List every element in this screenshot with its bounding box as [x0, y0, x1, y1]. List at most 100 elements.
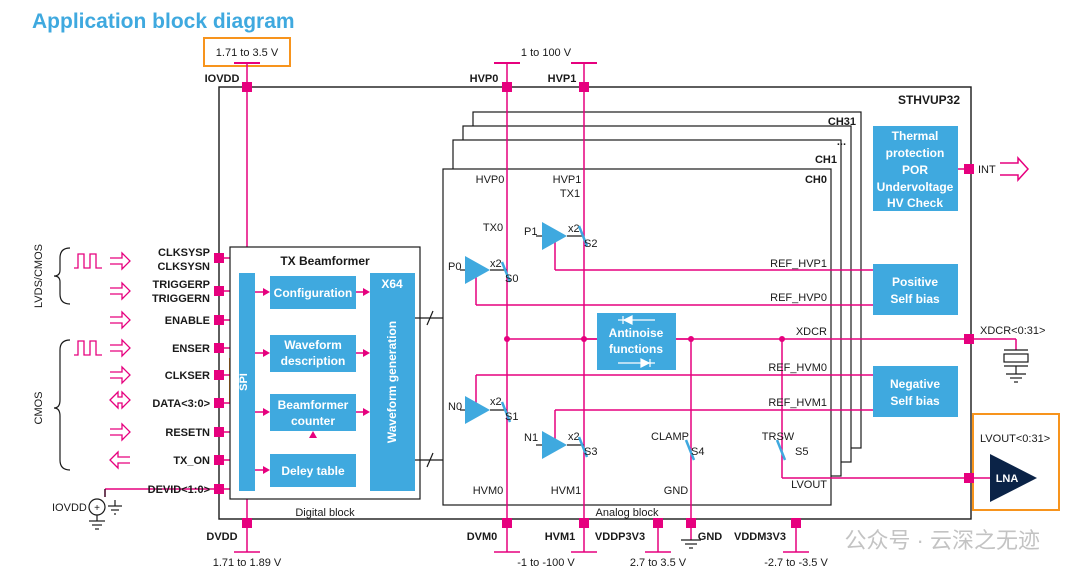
svg-text:+: +: [94, 503, 100, 514]
waveform-description-line2: description: [281, 354, 346, 368]
waveform-generation-block: [370, 273, 415, 491]
lvout-label: LVOUT: [791, 479, 827, 491]
dvm0-pin-label: DVM0: [467, 531, 498, 543]
analog-gnd-label: GND: [664, 485, 689, 497]
beamformer-counter-line1: Beamformer: [278, 398, 349, 412]
channel-ch31-label: CH31: [828, 116, 856, 128]
trigger-arrow-icon: [110, 281, 131, 301]
p0-label: P0: [448, 261, 461, 273]
thermal-line3: POR: [902, 163, 928, 177]
analog-hvm1-label: HVM1: [551, 485, 582, 497]
tx0-label: TX0: [483, 222, 503, 234]
lna-label: LNA: [996, 473, 1019, 485]
analog-hvp0-label: HVP0: [476, 174, 505, 186]
ref-hvp0-label: REF_HVP0: [770, 292, 827, 304]
pin-tx-on: TX_ON: [173, 455, 210, 467]
ref-hvp1-label: REF_HVP1: [770, 258, 827, 270]
iovdd-source-label: IOVDD: [52, 502, 87, 514]
positive-line2: Self bias: [890, 292, 940, 306]
clkser-arrow-icon: [110, 365, 131, 385]
pin-enable: ENABLE: [165, 315, 210, 327]
pin-clksysp: CLKSYSP: [158, 247, 210, 259]
spi-block: [239, 273, 255, 491]
analog-hvm0-label: HVM0: [473, 485, 504, 497]
delay-table-block: [270, 454, 356, 487]
pin-devid: DEVID<1:0>: [148, 484, 210, 496]
enable-arrow-icon: [110, 310, 131, 330]
s0-label: S0: [505, 273, 518, 285]
beamformer-counter-block: [270, 394, 356, 431]
iovdd-range-label: 1.71 to 3.5 V: [216, 47, 279, 59]
pin-triggerp: TRIGGERP: [153, 279, 210, 291]
pin-data: DATA<3:0>: [152, 398, 210, 410]
group-braces: [53, 247, 71, 471]
hvm-range-label: -1 to -100 V: [517, 557, 575, 569]
square-wave-icon-1: [74, 253, 102, 269]
hv-range-label: 1 to 100 V: [521, 47, 572, 59]
channel-ch1-label: CH1: [815, 154, 837, 166]
transducer-icon: [1003, 349, 1029, 383]
pin-enser: ENSER: [172, 343, 210, 355]
bus-lines: [415, 310, 443, 468]
clksys-arrow-icon: [110, 251, 131, 271]
negative-line1: Negative: [890, 377, 940, 391]
digital-block-label: Digital block: [295, 507, 355, 519]
pin-clksysn: CLKSYSN: [157, 261, 210, 273]
tx-on-arrow-icon: [109, 450, 130, 470]
cmos-label: CMOS: [33, 392, 45, 425]
waveform-description-block: [270, 335, 356, 372]
gnd-pin-label: GND: [698, 531, 723, 543]
hvm1-pin-label: HVM1: [545, 531, 576, 543]
digital-arrows: [255, 288, 370, 474]
xdcr-label: XDCR: [796, 326, 827, 338]
positive-line1: Positive: [892, 275, 938, 289]
pin-triggern: TRIGGERN: [152, 293, 210, 305]
junction-dots: [504, 336, 785, 342]
int-label: INT: [978, 164, 996, 176]
hvp0-pin-label: HVP0: [470, 73, 499, 85]
thermal-protection-block: [873, 126, 958, 211]
lna-highlight: [972, 413, 1060, 511]
lvds-cmos-label: LVDS/CMOS: [33, 244, 45, 308]
antinoise-line2: functions: [609, 342, 663, 356]
beamformer-counter-line2: counter: [291, 414, 335, 428]
switches: [500, 225, 787, 461]
diagram-title: Application block diagram: [32, 10, 295, 33]
left-pin-labels: CLKSYSP CLKSYSN TRIGGERP TRIGGERN ENABLE…: [148, 247, 210, 496]
waveform-generation-label: Waveform generation: [385, 321, 399, 443]
vddp3v3-pin-label: VDDP3V3: [595, 531, 645, 543]
dvdd-range-label: 1.71 to 1.89 V: [213, 557, 282, 569]
clamp-label: CLAMP: [651, 431, 689, 443]
iovdd-pin-label: IOVDD: [205, 73, 240, 85]
analog-block-label: Analog block: [596, 507, 659, 519]
n1-label: N1: [524, 432, 538, 444]
watermark-text: 公众号 · 云深之无迹: [844, 528, 1040, 553]
s5-label: S5: [795, 446, 808, 458]
channel-ch0-label: CH0: [805, 174, 827, 186]
antinoise-diode-icons: [618, 315, 655, 368]
int-arrow-icon: [1000, 156, 1030, 182]
positive-self-bias-block: [873, 264, 958, 315]
s3-label: S3: [584, 446, 597, 458]
p1-label: P1: [524, 226, 537, 238]
tx1-label: TX1: [560, 188, 580, 200]
thermal-line2: protection: [886, 146, 945, 160]
x2-n1-label: x2: [568, 431, 580, 443]
negative-line2: Self bias: [890, 394, 940, 408]
vddm-range-label: -2.7 to -3.5 V: [764, 557, 828, 569]
x2-p1-label: x2: [568, 223, 580, 235]
antinoise-line1: Antinoise: [609, 326, 664, 340]
analog-hvp1-label: HVP1: [553, 174, 582, 186]
left-signal-arrows: [109, 251, 131, 470]
pin-resetn: RESETN: [165, 427, 210, 439]
spi-label: SPI: [238, 373, 250, 391]
cmos-brace: [53, 339, 71, 471]
configuration-label: Configuration: [274, 286, 353, 300]
tx-beamformer-title: TX Beamformer: [280, 254, 370, 268]
vddp-range-label: 2.7 to 3.5 V: [630, 557, 687, 569]
x64-label: X64: [381, 277, 403, 291]
s4-label: S4: [691, 446, 704, 458]
thermal-line4: Undervoltage: [877, 180, 954, 194]
dvdd-pin-label: DVDD: [206, 531, 237, 543]
lna-triangle: [990, 454, 1037, 502]
